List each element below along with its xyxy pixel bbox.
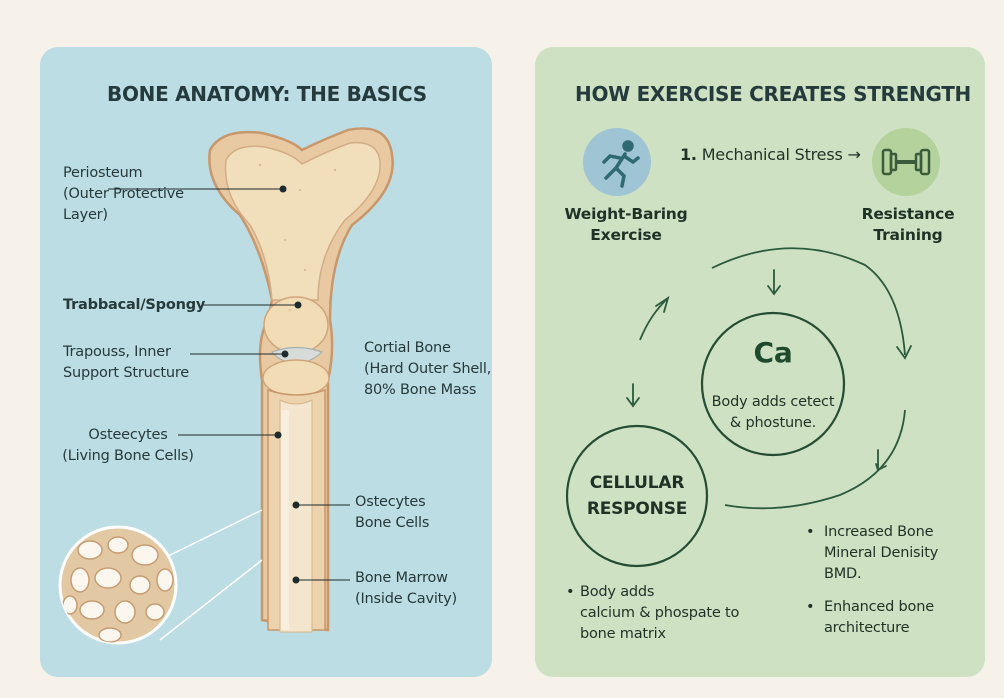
osteocytes-left-label: Osteecytes (Living Bone Cells)	[62, 427, 194, 464]
bone-marrow-label: Bone Marrow (Inside Cavity)	[355, 570, 457, 607]
bullet-body-adds: •Body adds calcium & phospate to bone ma…	[566, 584, 740, 642]
bullet-bone-density: •Increased Bone Mineral Denisity BMD.	[806, 524, 939, 582]
trabecular-label: Trabbacal/Spongy	[63, 297, 206, 313]
osteocytes-right-label: Ostecytes Bone Cells	[355, 494, 430, 531]
cellular-response-label: CELLULAR RESPONSE	[586, 473, 688, 519]
weight-bearing-label: Weight-Baring Exercise	[564, 205, 688, 244]
cortical-bone-label: Cortial Bone (Hard Outer Shell, 80% Bone…	[364, 340, 492, 398]
dumbbell-icon	[881, 148, 931, 176]
resistance-training-label: Resistance Training	[861, 205, 955, 244]
bullet-bone-architecture: •Enhanced bone architecture	[806, 599, 934, 636]
calcium-description: Body adds cetect & phostune.	[711, 394, 835, 431]
mechanical-stress-label: 1. Mechanical Stress →	[680, 145, 861, 164]
calcium-symbol: Ca	[753, 336, 793, 369]
trapouss-label: Trapouss, Inner Support Structure	[63, 344, 189, 381]
runner-icon	[602, 140, 640, 188]
exercise-title: HOW EXERCISE CREATES STRENGTH	[575, 82, 971, 106]
periosteum-label: Periosteum (Outer Protective Layer)	[63, 165, 184, 223]
bone-anatomy-title: BONE ANATOMY: THE BASICS	[107, 82, 427, 106]
